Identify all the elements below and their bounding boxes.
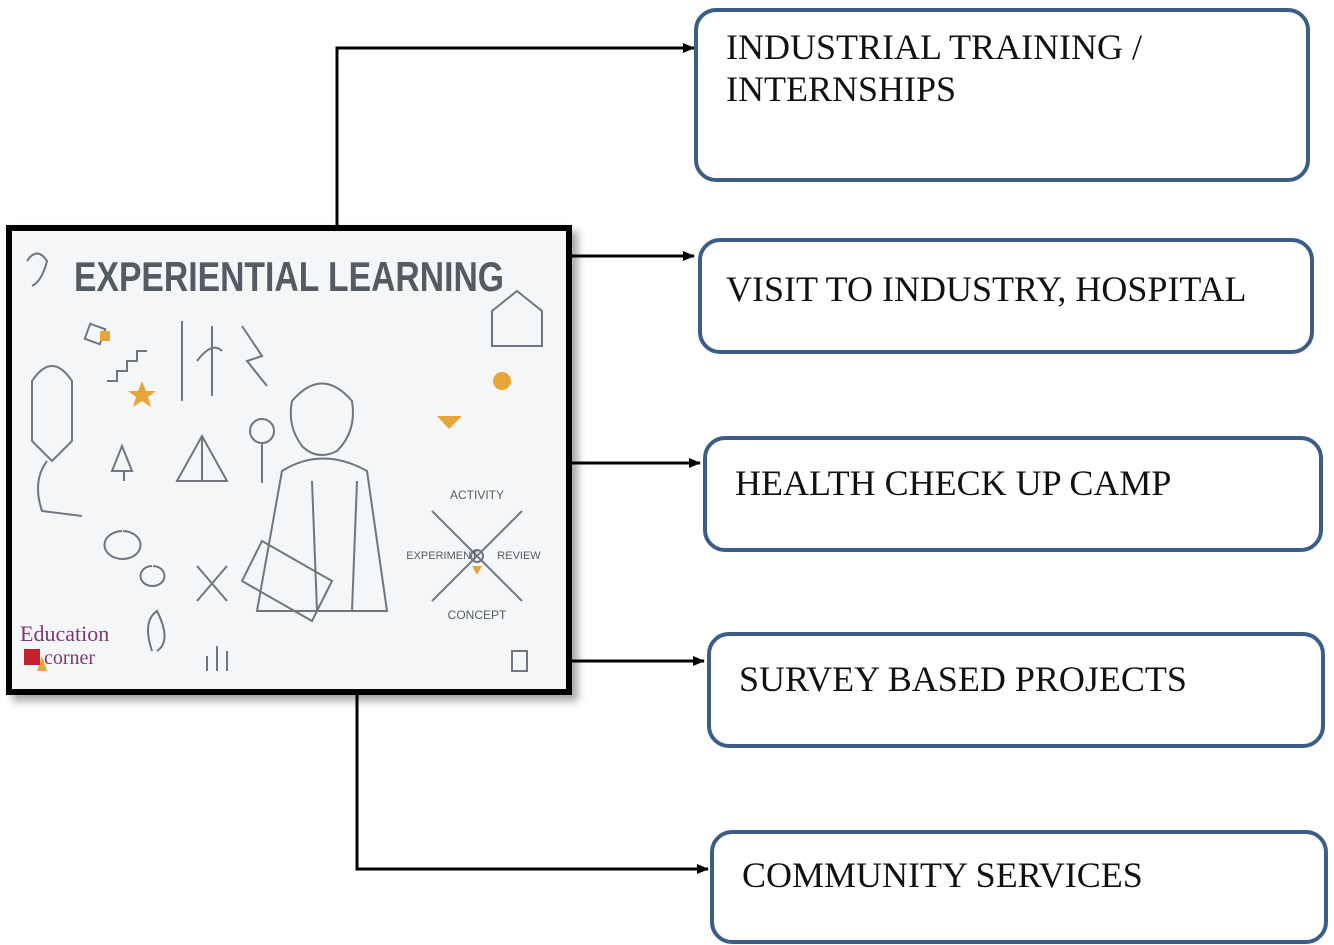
box-visit-to-industry: VISIT TO INDUSTRY, HOSPITAL — [698, 238, 1314, 354]
logo-line-2: corner — [44, 647, 95, 669]
box-label: INDUSTRIAL TRAINING / INTERNSHIPS — [726, 27, 1142, 109]
logo-line-1: Education — [20, 621, 109, 646]
doodle-decorations — [26, 252, 543, 672]
accent-shapes — [37, 331, 511, 671]
illustration-title: EXPERIENTIAL LEARNING — [74, 253, 504, 300]
cycle-label-activity: ACTIVITY — [450, 488, 504, 502]
logo-mark — [24, 649, 40, 665]
cycle-label-concept: CONCEPT — [448, 608, 507, 622]
box-label: COMMUNITY SERVICES — [742, 855, 1143, 895]
box-health-check-up-camp: HEALTH CHECK UP CAMP — [703, 436, 1323, 552]
box-label: VISIT TO INDUSTRY, HOSPITAL — [726, 269, 1247, 309]
connector-5 — [355, 695, 709, 874]
box-community-services: COMMUNITY SERVICES — [710, 830, 1328, 944]
experiential-learning-illustration: EXPERIENTIAL LEARNING — [6, 225, 572, 695]
box-survey-based-projects: SURVEY BASED PROJECTS — [707, 632, 1325, 748]
connector-1 — [335, 43, 695, 226]
box-label: SURVEY BASED PROJECTS — [739, 659, 1187, 699]
box-industrial-training: INDUSTRIAL TRAINING / INTERNSHIPS — [694, 8, 1310, 182]
box-label: HEALTH CHECK UP CAMP — [735, 463, 1172, 503]
cycle-label-experiment: EXPERIMENT — [406, 550, 478, 562]
cycle-label-review: REVIEW — [497, 550, 541, 562]
